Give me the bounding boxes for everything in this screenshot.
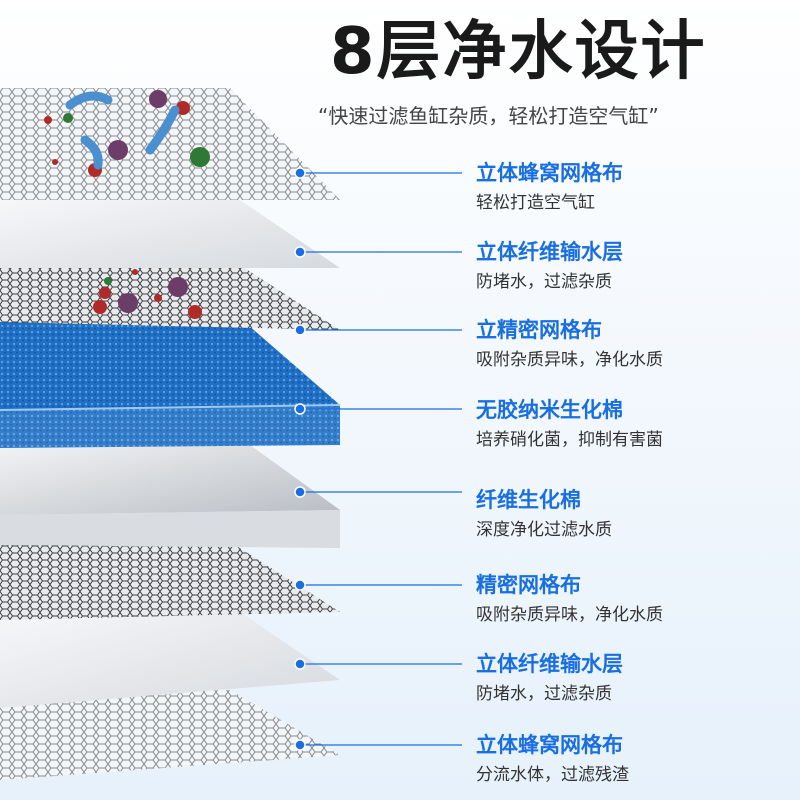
layer-3-precision-mesh — [0, 265, 340, 330]
layer-name: 立体纤维输水层 — [476, 240, 623, 264]
layer-name: 纤维生化棉 — [476, 488, 581, 512]
layer-7-fiber-layer — [0, 612, 340, 708]
layer-desc: 吸附杂质异味，净化水质 — [476, 350, 663, 370]
layer-label-3: 立精密网格布 吸附杂质异味，净化水质 — [476, 315, 786, 373]
layer-label-6: 精密网格布 吸附杂质异味，净化水质 — [476, 570, 786, 628]
layer-desc: 分流水体，过滤残渣 — [476, 765, 629, 785]
layer-1-honeycomb-mesh — [0, 88, 340, 200]
bacteria-icons — [44, 90, 210, 319]
layer-label-4: 无胶纳米生化棉 培养硝化菌，抑制有害菌 — [476, 395, 786, 453]
layer-label-2: 立体纤维输水层 防堵水，过滤杂质 — [476, 237, 786, 295]
layer-name: 立体蜂窝网格布 — [476, 161, 623, 185]
layer-name: 立精密网格布 — [476, 318, 602, 342]
layer-desc: 防堵水，过滤杂质 — [476, 272, 612, 292]
layer-name: 立体纤维输水层 — [476, 652, 623, 676]
layer-6-precision-mesh — [0, 545, 340, 620]
layer-5-bio-cotton — [0, 445, 340, 515]
page-title: 8层净水设计 — [330, 15, 707, 89]
layer-name: 精密网格布 — [476, 573, 581, 597]
layer-desc: 防堵水，过滤杂质 — [476, 684, 612, 704]
layer-name: 无胶纳米生化棉 — [476, 398, 623, 422]
layer-label-1: 立体蜂窝网格布 轻松打造空气缸 — [476, 158, 786, 216]
layer-label-5: 纤维生化棉 深度净化过滤水质 — [476, 485, 786, 543]
leader-lines — [294, 167, 462, 751]
layer-desc: 吸附杂质异味，净化水质 — [476, 605, 663, 625]
layer-desc: 培养硝化菌，抑制有害菌 — [476, 430, 663, 450]
layer-2-fiber-layer — [0, 200, 340, 268]
layer-4-nano-sponge — [0, 318, 340, 410]
layer-desc: 深度净化过滤水质 — [476, 520, 612, 540]
layer-8-honeycomb-mesh — [0, 690, 340, 780]
page-subtitle: “快速过滤鱼缸杂质，轻松打造空气缸” — [318, 104, 659, 128]
layer-label-8: 立体蜂窝网格布 分流水体，过滤残渣 — [476, 730, 786, 788]
layer-label-7: 立体纤维输水层 防堵水，过滤杂质 — [476, 649, 786, 707]
layer-name: 立体蜂窝网格布 — [476, 733, 623, 757]
layer-desc: 轻松打造空气缸 — [476, 193, 595, 213]
